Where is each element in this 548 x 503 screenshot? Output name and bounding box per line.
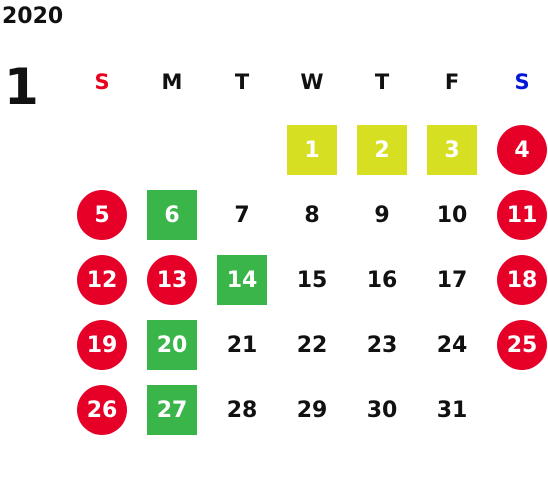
day-cell-11[interactable]: 11	[497, 190, 547, 240]
day-cell-8[interactable]: 8	[304, 202, 320, 228]
day-cell-21[interactable]: 21	[226, 332, 258, 358]
weekday-header-3: W	[300, 70, 324, 94]
day-cell-4[interactable]: 4	[497, 125, 547, 175]
day-cell-28[interactable]: 28	[226, 397, 258, 423]
month-label: 1	[4, 58, 39, 116]
day-cell-18[interactable]: 18	[497, 255, 547, 305]
weekday-header-2: T	[234, 70, 250, 94]
day-cell-5[interactable]: 5	[77, 190, 127, 240]
day-cell-1[interactable]: 1	[287, 125, 337, 175]
day-cell-9[interactable]: 9	[374, 202, 390, 228]
day-cell-6[interactable]: 6	[147, 190, 197, 240]
day-cell-31[interactable]: 31	[436, 397, 468, 423]
weekday-header-4: T	[374, 70, 390, 94]
day-cell-10[interactable]: 10	[436, 202, 468, 228]
day-cell-20[interactable]: 20	[147, 320, 197, 370]
day-cell-7[interactable]: 7	[234, 202, 250, 228]
day-cell-19[interactable]: 19	[77, 320, 127, 370]
day-cell-2[interactable]: 2	[357, 125, 407, 175]
year-label: 2020	[2, 4, 64, 29]
day-cell-17[interactable]: 17	[436, 267, 468, 293]
day-cell-14[interactable]: 14	[217, 255, 267, 305]
weekday-header-0: S	[94, 70, 110, 94]
day-cell-25[interactable]: 25	[497, 320, 547, 370]
day-cell-3[interactable]: 3	[427, 125, 477, 175]
day-cell-16[interactable]: 16	[366, 267, 398, 293]
day-cell-12[interactable]: 12	[77, 255, 127, 305]
weekday-header-6: S	[514, 70, 530, 94]
weekday-header-5: F	[444, 70, 460, 94]
day-cell-30[interactable]: 30	[366, 397, 398, 423]
day-cell-13[interactable]: 13	[147, 255, 197, 305]
day-cell-24[interactable]: 24	[436, 332, 468, 358]
day-cell-15[interactable]: 15	[296, 267, 328, 293]
day-cell-23[interactable]: 23	[366, 332, 398, 358]
day-cell-22[interactable]: 22	[296, 332, 328, 358]
day-cell-29[interactable]: 29	[296, 397, 328, 423]
day-cell-26[interactable]: 26	[77, 385, 127, 435]
day-cell-27[interactable]: 27	[147, 385, 197, 435]
weekday-header-1: M	[161, 70, 183, 94]
